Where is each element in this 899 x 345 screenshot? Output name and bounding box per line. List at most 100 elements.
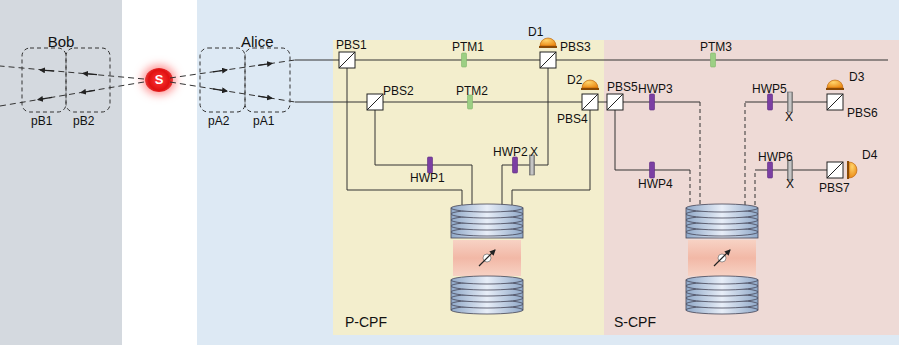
detector-base bbox=[581, 88, 599, 90]
label-anchor: HWP4 bbox=[638, 177, 673, 191]
label-anchor: PTM1 bbox=[452, 40, 484, 54]
beam-splitter bbox=[540, 52, 556, 68]
mirror-stack bbox=[451, 208, 523, 238]
dashed-boxes bbox=[22, 48, 290, 112]
photon-arrows-part bbox=[258, 63, 272, 65]
node-title: S-CPF bbox=[614, 314, 899, 330]
beam-splitter-face bbox=[367, 94, 383, 110]
component-label: HWP4 bbox=[638, 177, 673, 191]
photon-paths-part bbox=[0, 82, 144, 106]
photon-paths-part bbox=[170, 82, 295, 102]
label-anchor: PTM2 bbox=[456, 84, 488, 98]
photon-paths bbox=[0, 60, 295, 106]
spin-arrow bbox=[714, 250, 730, 266]
component-label: PBS4 bbox=[557, 112, 588, 126]
component-label: pA2 bbox=[208, 114, 229, 128]
detector bbox=[540, 38, 556, 46]
cavity-feed-lines-part bbox=[700, 102, 701, 205]
label-anchor: pB1 bbox=[31, 114, 52, 128]
component-label: HWP6 bbox=[758, 150, 793, 164]
label-anchor: HWP1 bbox=[410, 171, 445, 185]
mirror-layer bbox=[686, 276, 758, 284]
half-wave-plate bbox=[428, 157, 433, 173]
label-anchor: PBS7 bbox=[819, 181, 850, 195]
component-label: PBS1 bbox=[336, 38, 367, 52]
beam-splitter bbox=[582, 94, 598, 110]
photon-arrows-part bbox=[40, 70, 54, 71]
half-wave-plate bbox=[650, 94, 655, 110]
component-label: HWP1 bbox=[410, 171, 445, 185]
beam-lines-part bbox=[755, 170, 835, 171]
cavity-field bbox=[453, 240, 521, 276]
label-anchor: D2 bbox=[567, 73, 582, 87]
cavity-field bbox=[688, 240, 756, 276]
beam-splitter bbox=[827, 162, 843, 178]
beam-splitter-face bbox=[582, 94, 598, 110]
photon-source: S bbox=[145, 68, 173, 92]
label-anchor: PBS6 bbox=[847, 106, 878, 120]
half-wave-plate bbox=[513, 157, 518, 173]
beam-splitter bbox=[367, 94, 383, 110]
label-anchor: PBS3 bbox=[560, 40, 591, 54]
mirror-layer bbox=[451, 276, 523, 284]
photon-arrows-part bbox=[213, 89, 227, 91]
cavity-feed-lines-part bbox=[690, 170, 691, 205]
label-anchor: D3 bbox=[849, 70, 864, 84]
component-label: PBS5 bbox=[607, 80, 638, 94]
beam-splitter-face bbox=[827, 94, 843, 110]
x-gate-plate bbox=[788, 92, 793, 112]
mirror-layer bbox=[451, 204, 523, 212]
component-label: X bbox=[786, 177, 794, 191]
label-anchor: PBS2 bbox=[383, 84, 414, 98]
photon-arrows-part bbox=[38, 97, 52, 99]
component-label: HWP2 bbox=[493, 145, 528, 159]
component-label: PTM3 bbox=[700, 40, 732, 54]
component-label: D2 bbox=[567, 73, 582, 87]
phase-modulator bbox=[462, 53, 467, 67]
beam-lines-part bbox=[375, 102, 472, 205]
photon-arrows-part bbox=[81, 90, 95, 92]
photon-arrows bbox=[38, 63, 272, 99]
half-wave-plate bbox=[768, 94, 773, 110]
spin-arrow bbox=[479, 250, 495, 266]
half-wave-plate bbox=[768, 162, 773, 178]
photon-paths-part bbox=[0, 66, 144, 79]
component-label: pA1 bbox=[253, 114, 274, 128]
dashed-boxes-part bbox=[245, 48, 290, 112]
mirror-stack bbox=[451, 280, 523, 310]
detector-base bbox=[539, 46, 557, 48]
dashed-boxes-part bbox=[66, 48, 110, 112]
component-label: HWP5 bbox=[752, 82, 787, 96]
mirror-stack bbox=[686, 208, 758, 238]
label-anchor: D1 bbox=[528, 25, 543, 39]
component-label: PBS7 bbox=[819, 181, 850, 195]
detector-base bbox=[847, 161, 849, 179]
photon-arrows-part bbox=[258, 96, 272, 98]
bob-panel: Bob bbox=[0, 0, 122, 345]
beam-splitter bbox=[607, 94, 623, 110]
beam-splitter bbox=[827, 94, 843, 110]
component-label: pB1 bbox=[31, 114, 52, 128]
label-anchor: X bbox=[785, 110, 793, 124]
photon-arrows-part bbox=[213, 70, 227, 72]
cavity-feed-lines-part bbox=[745, 102, 746, 205]
component-label: D4 bbox=[862, 148, 877, 162]
label-anchor: PTM3 bbox=[700, 40, 732, 54]
component-label: D1 bbox=[528, 25, 543, 39]
label-anchor: PBS4 bbox=[557, 112, 588, 126]
half-wave-plate bbox=[650, 162, 655, 178]
label-anchor: X bbox=[530, 145, 538, 159]
mirror-stack bbox=[686, 280, 758, 310]
label-anchor: HWP5 bbox=[752, 82, 787, 96]
detector bbox=[582, 80, 598, 88]
dashed-boxes-part bbox=[22, 48, 66, 112]
label-anchor: HWP2 bbox=[493, 145, 528, 159]
label-anchor: PBS1 bbox=[336, 38, 367, 52]
node-title: Bob bbox=[0, 33, 122, 50]
component-label: PBS3 bbox=[560, 40, 591, 54]
node-title: P-CPF bbox=[345, 314, 621, 330]
detector bbox=[827, 80, 843, 88]
